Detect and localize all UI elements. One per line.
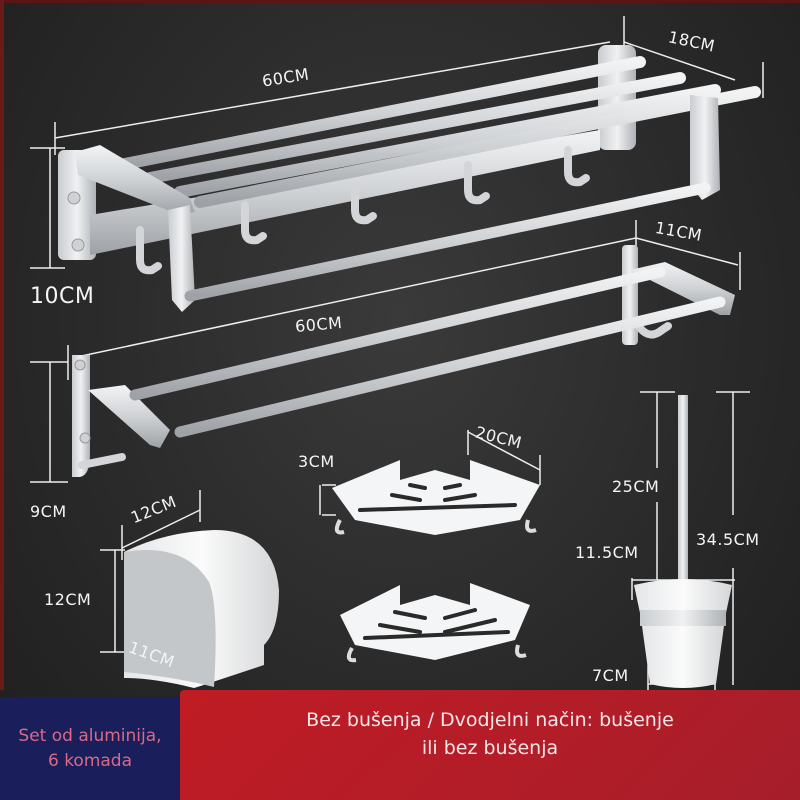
- brush-base-label: 7CM: [592, 666, 629, 685]
- paper-holder: [100, 490, 279, 688]
- holder-height-label: 12CM: [44, 590, 92, 609]
- set-info-line2: 6 komada: [47, 750, 133, 771]
- frame-top: [0, 0, 800, 3]
- frame-left: [0, 0, 4, 690]
- rack-height-label: 10CM: [30, 284, 95, 309]
- folding-towel-rack: [30, 16, 764, 312]
- brush-total-label: 34.5CM: [696, 530, 760, 549]
- brush-handle-label: 25CM: [612, 477, 660, 496]
- set-info-line1: Set od aluminija,: [18, 725, 162, 746]
- double-towel-bar: [30, 220, 741, 483]
- installation-line1: Bez bušenja / Dvodjelni način: bušenje: [306, 709, 674, 731]
- brush-cup-label: 11.5CM: [575, 543, 639, 562]
- shelf-height-label: 3CM: [298, 452, 335, 471]
- toilet-brush-holder: [631, 391, 750, 690]
- corner-shelf-second: [340, 583, 530, 663]
- bar-height-label: 9CM: [30, 502, 67, 521]
- corner-shelf: [319, 430, 541, 535]
- set-info-banner: Set od aluminija, 6 komada: [0, 697, 180, 800]
- installation-banner: Bez bušenja / Dvodjelni način: bušenje i…: [180, 690, 800, 800]
- installation-line2: ili bez bušenja: [421, 737, 559, 759]
